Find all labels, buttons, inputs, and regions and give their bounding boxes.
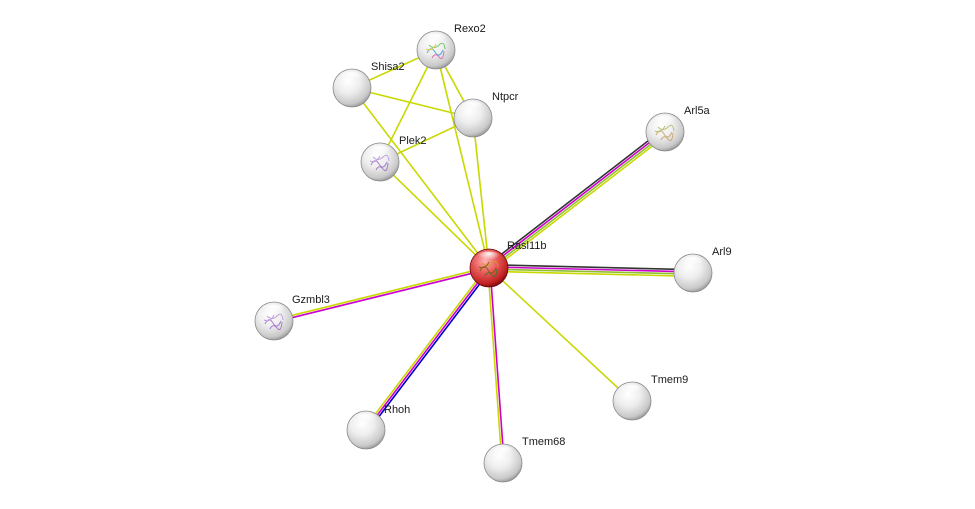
edge-strand [488,267,633,402]
edge-strand [487,130,665,268]
node-highlight [340,71,364,84]
edge-rasl11b-rexo2 [435,49,490,269]
edge-rasl11b-plek2 [379,161,490,269]
edge-rasl11b-gzmbl3 [273,266,490,323]
edge-strand [489,266,694,273]
node-arl5a[interactable]: Arl5a [645,105,711,152]
node-plek2[interactable]: Plek2 [360,135,427,182]
structure-stroke [269,321,283,330]
node-label-arl5a: Arl5a [684,105,711,117]
edge-strand [351,87,474,119]
edge-rasl11b-tmem9 [488,267,633,402]
node-tmem9[interactable]: Tmem9 [612,374,688,421]
edge-rasl11b-tmem68 [487,267,505,464]
node-rexo2[interactable]: Rexo2 [416,23,486,70]
node-rasl11b[interactable]: Rasl11b [469,240,547,288]
edge-strand [489,263,694,271]
node-highlight [491,446,515,459]
edge-strand [490,133,668,272]
node-label-rasl11b: Rasl11b [507,240,547,252]
node-label-tmem9: Tmem9 [651,374,688,386]
edge-strand [435,49,490,269]
structure-stroke [431,50,445,59]
edge-shisa2-ntpcr [351,87,474,119]
edge-strand [351,87,490,269]
edge-rasl11b-ntpcr [472,117,490,269]
edge-strand [489,267,505,463]
node-highlight [368,145,392,158]
node-arl9[interactable]: Arl9 [673,246,732,293]
edge-strand [274,268,490,323]
edge-strand [486,128,664,267]
node-rhoh[interactable]: Rhoh [346,404,410,450]
node-label-tmem68: Tmem68 [522,436,565,448]
node-ntpcr[interactable]: Ntpcr [453,91,519,138]
edge-strand [488,268,693,275]
node-highlight [653,115,677,128]
edge-strand [488,270,693,278]
edge-rasl11b-shisa2 [351,87,490,269]
edge-strand [273,266,489,321]
edge-strand [379,161,490,269]
structure-stroke [375,162,389,171]
edge-strand [367,268,492,432]
node-shisa2[interactable]: Shisa2 [332,61,405,108]
edge-rasl11b-arl9 [488,263,694,278]
node-label-arl9: Arl9 [712,246,732,258]
node-highlight [681,256,705,269]
node-tmem68[interactable]: Tmem68 [483,436,565,483]
edge-strand [489,132,667,270]
edge-rasl11b-arl5a [486,128,668,272]
edge-rasl11b-rhoh [363,266,492,432]
edge-strand [487,268,503,464]
node-label-rhoh: Rhoh [384,404,410,416]
edge-rexo2-plek2 [379,49,437,163]
node-highlight [424,33,448,46]
edge-strand [365,267,490,431]
node-label-plek2: Plek2 [399,135,427,147]
structure-stroke [660,132,674,141]
node-label-rexo2: Rexo2 [454,23,486,35]
node-highlight [477,251,501,264]
node-highlight [620,384,644,397]
node-gzmbl3[interactable]: Gzmbl3 [254,294,330,341]
node-highlight [461,101,485,114]
edge-strand [379,49,437,163]
edge-strand [472,117,490,269]
node-highlight [354,413,378,426]
edge-strand [363,266,488,430]
node-label-gzmbl3: Gzmbl3 [292,294,330,306]
node-label-shisa2: Shisa2 [371,61,405,73]
structure-stroke [484,268,498,277]
node-highlight [262,304,286,317]
node-label-ntpcr: Ntpcr [492,91,519,103]
